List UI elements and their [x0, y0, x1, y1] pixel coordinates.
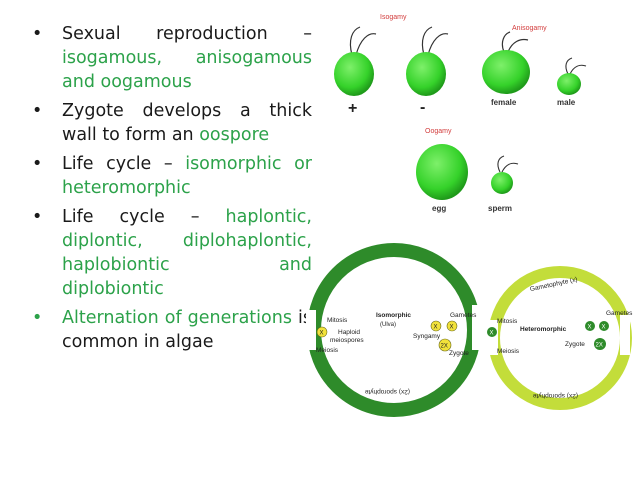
hetero-zygote-label: Zygote [565, 341, 585, 348]
bullet-dot: • [32, 154, 43, 174]
hetero-gamete-cell-1 [585, 321, 595, 331]
iso-2x-label: 2X [441, 344, 448, 350]
iso-zygote-label: Zygote [449, 350, 469, 357]
anisogamy-label: Anisogamy [512, 25, 547, 32]
hetero-gametes-label: Gametes [606, 310, 633, 317]
hetero-x-label-2: X [588, 325, 592, 331]
isogamete-plus [334, 26, 377, 96]
iso-mitosis-label: Mitosis [327, 317, 348, 324]
iso-haploid-label: Haploid [338, 329, 360, 336]
heteromorphic-cycle: Gametophyte (x) (2x) sporophyte Heteromo… [487, 266, 633, 410]
bullet-list: • Sexual reproduction – isogamous, aniso… [32, 22, 312, 359]
anisogamete-female [482, 31, 530, 94]
iso-gamete-cell-1 [430, 320, 442, 332]
hetero-title: Heteromorphic [520, 326, 567, 333]
bullet-highlight: oospore [199, 125, 270, 145]
iso-x-label-2: X [434, 325, 438, 331]
oogamy-sperm [491, 155, 519, 194]
iso-x-label-3: X [450, 325, 454, 331]
iso-subtitle: (Ulva) [380, 322, 396, 328]
sperm-label: sperm [488, 204, 512, 213]
hetero-zygote-cell [594, 338, 606, 350]
bullet-dot: • [32, 101, 43, 121]
hetero-mitosis-label: Mitosis [497, 318, 518, 325]
iso-meiosis-label: Meiosis [316, 347, 339, 354]
bullet-alternation: • Alternation of generations is common i… [32, 306, 312, 354]
isogamy-label: Isogamy [380, 14, 407, 21]
hetero-sporophyte-label: (2x) sporophyte [532, 392, 578, 399]
oogamy-egg [416, 144, 468, 200]
hetero-gamete-cell-2 [599, 321, 609, 331]
male-label: male [557, 98, 576, 107]
bullet-highlight: Alternation of generations [62, 308, 292, 328]
iso-gamete-cell-2 [446, 320, 458, 332]
bullet-sexual-reproduction: • Sexual reproduction – isogamous, aniso… [32, 22, 312, 94]
bullet-life-cycle-morph: • Life cycle – isomorphic or heteromorph… [32, 152, 312, 200]
bullet-text: Sexual reproduction – [62, 24, 312, 44]
female-label: female [491, 98, 517, 107]
bullet-text: Life cycle – [62, 207, 200, 227]
anisogamete-male [557, 57, 587, 95]
hetero-x-label-1: X [490, 331, 494, 337]
bullet-life-cycle-ontic: • Life cycle – haplontic, diplontic, dip… [32, 205, 312, 301]
bullet-highlight: isogamous, anisogamous and oogamous [62, 48, 312, 92]
oogamy-label: Oogamy [425, 128, 452, 135]
iso-syngamy-label: Syngamy [413, 333, 441, 340]
hetero-ring [488, 266, 632, 410]
isomorphic-cycle: Gametophyte (x) (2x) sporophyte Isomorph… [306, 243, 482, 417]
plus-label: + [348, 100, 357, 117]
iso-sporophyte-label: (2x) sporophyte [364, 388, 410, 395]
iso-gametophyte-label: Gametophyte (x) [361, 263, 410, 282]
bullet-dot: • [32, 308, 43, 328]
iso-title: Isomorphic [376, 312, 411, 319]
hetero-meiosis-label: Meiosis [497, 348, 520, 355]
bullet-dot: • [32, 207, 43, 227]
egg-label: egg [432, 204, 446, 213]
minus-label: - [420, 99, 425, 116]
iso-haploid-cell [316, 326, 328, 338]
bullet-dot: • [32, 24, 43, 44]
bullet-text: Zygote develops a thick wall to form an [62, 101, 312, 145]
hetero-2x-label: 2X [596, 343, 603, 349]
iso-meiospores-label: meiospores [330, 337, 364, 344]
bullet-highlight: haplontic, diplontic, diplohaplontic, ha… [62, 207, 312, 299]
bullet-zygote: • Zygote develops a thick wall to form a… [32, 99, 312, 147]
hetero-spore-cell [487, 327, 497, 337]
iso-zygote-cell [438, 338, 452, 352]
isogamete-minus [406, 26, 449, 96]
bullet-text: Life cycle – [62, 154, 173, 174]
hetero-x-label-3: X [602, 325, 606, 331]
bullet-highlight: isomorphic or heteromorphic [62, 154, 312, 198]
iso-x-label-1: X [320, 331, 324, 337]
iso-gametes-label: Gametes [450, 312, 477, 319]
